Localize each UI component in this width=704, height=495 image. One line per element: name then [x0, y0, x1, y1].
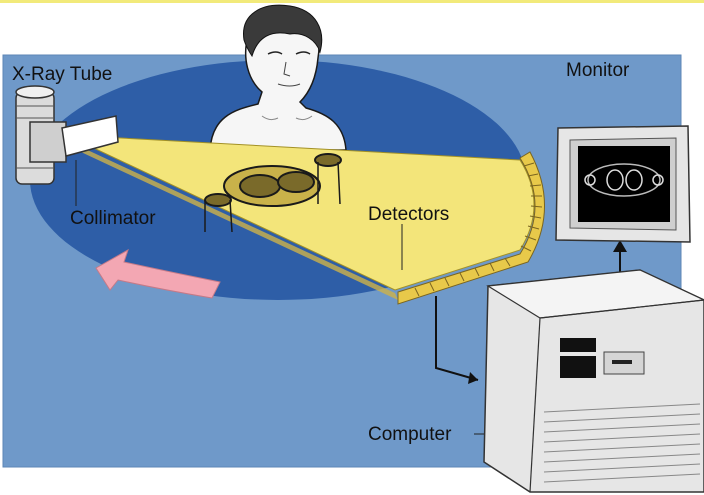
top-border: [0, 0, 704, 3]
computer: [483, 269, 704, 493]
detector-array: [397, 151, 545, 305]
collimator-label: Collimator: [70, 208, 156, 229]
rotation-arrow: [95, 248, 221, 299]
monitor: [555, 125, 691, 243]
patient: [209, 4, 347, 151]
monitor-label: Monitor: [566, 60, 630, 81]
collimator: [61, 115, 119, 157]
xray-tube: [15, 85, 67, 185]
xray-tube-label: X-Ray Tube: [12, 64, 112, 85]
fan-beam: [65, 134, 535, 291]
data-flow-arrow: [435, 296, 479, 384]
body-slice: [204, 153, 342, 233]
computer-label: Computer: [368, 424, 452, 445]
detectors-label: Detectors: [368, 204, 449, 225]
